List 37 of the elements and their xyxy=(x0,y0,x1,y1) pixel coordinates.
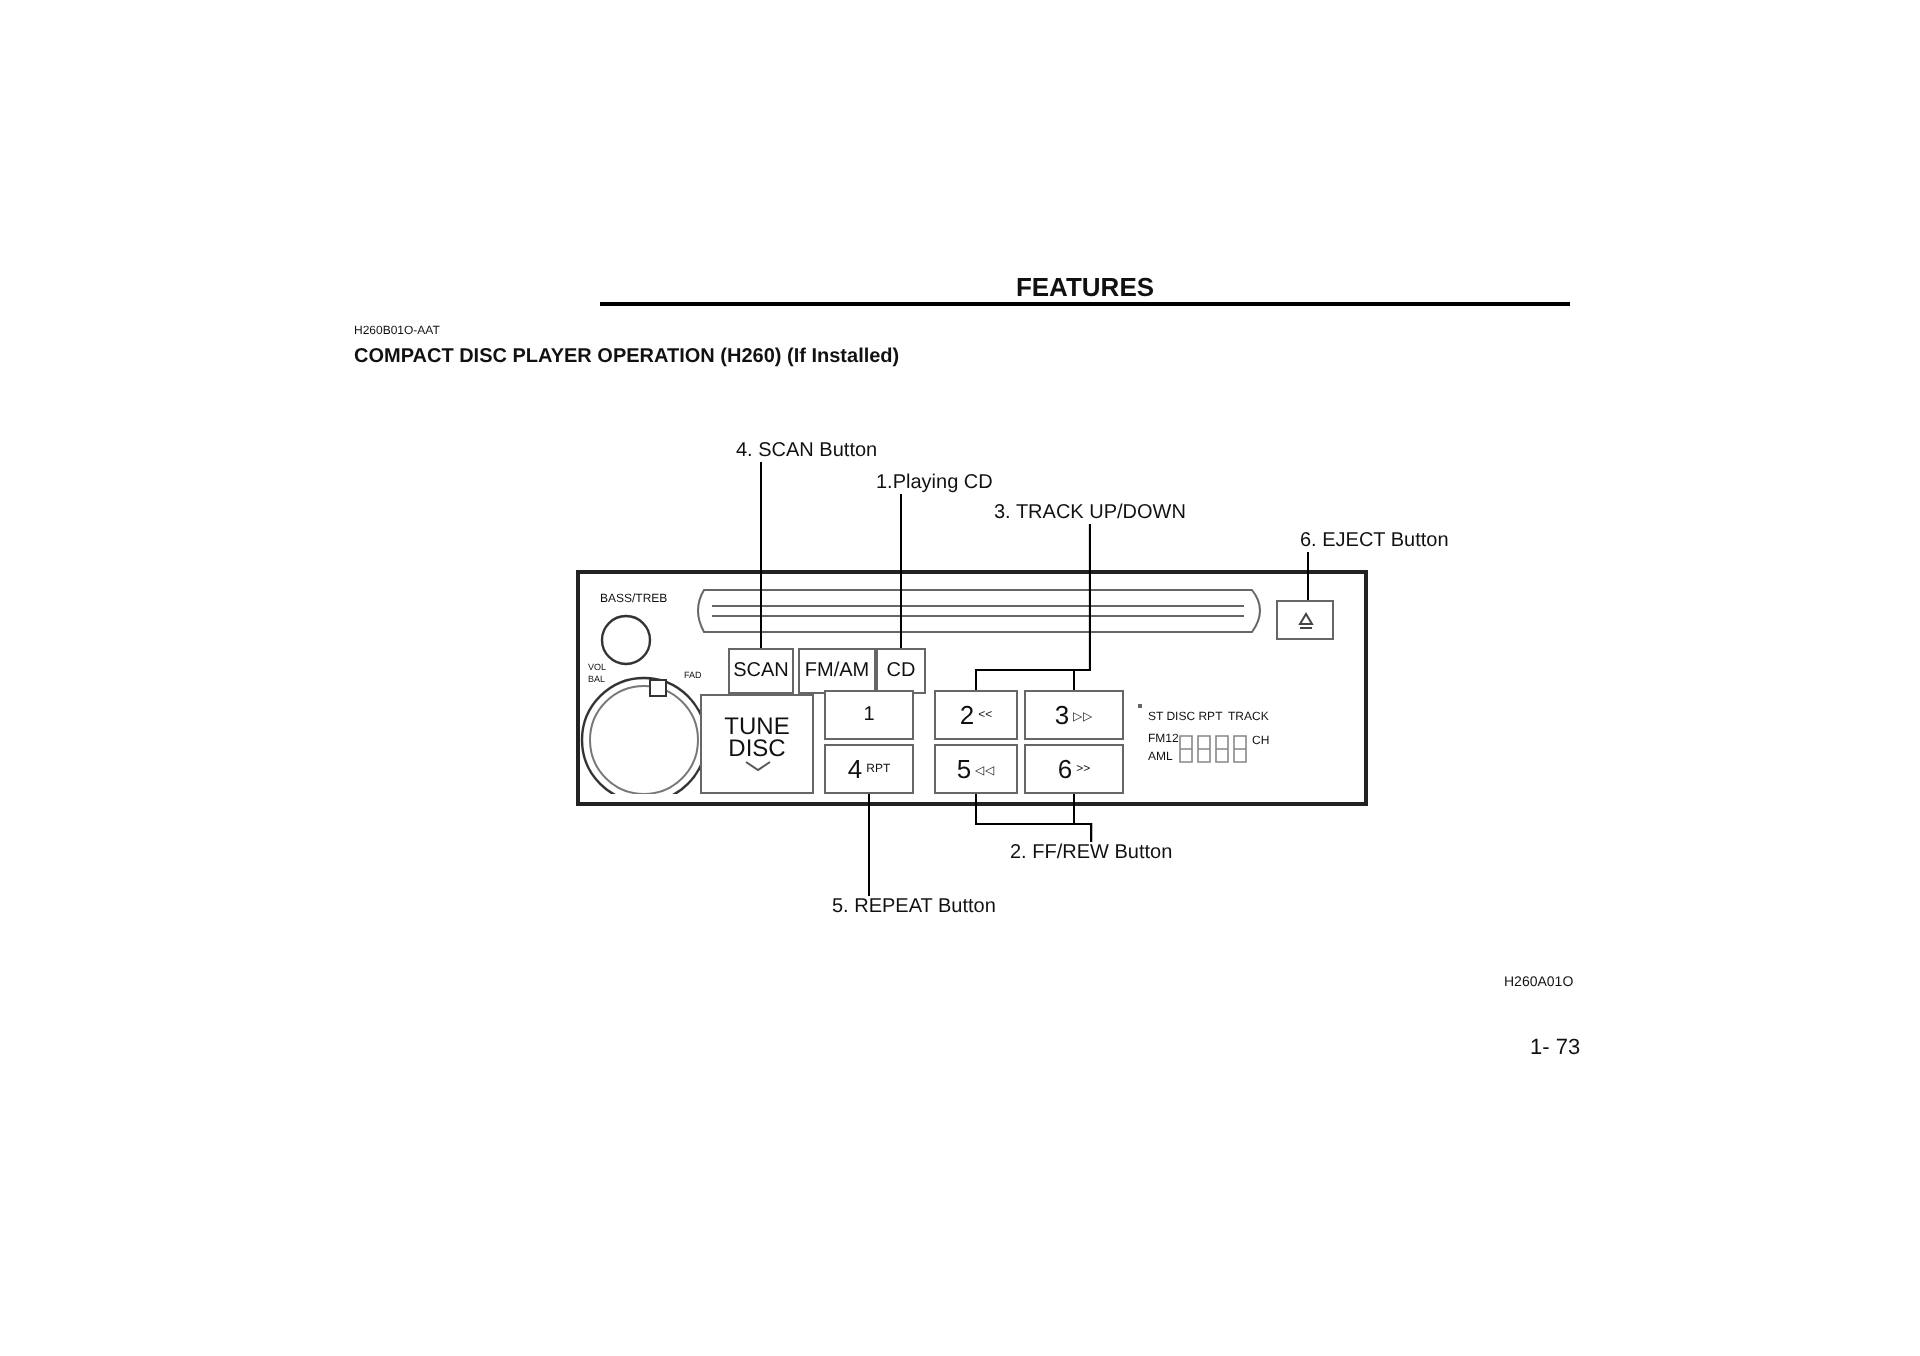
callout-label: 6. EJECT Button xyxy=(1300,530,1449,552)
radio-button xyxy=(934,690,1018,740)
button-text: CD xyxy=(886,660,916,682)
callout-label: 1.Playing CD xyxy=(876,472,993,494)
radio-button xyxy=(934,744,1018,794)
radio-button xyxy=(824,690,914,740)
radio-button xyxy=(1024,690,1124,740)
radio-unit-panel xyxy=(576,570,1368,806)
radio-button xyxy=(798,648,876,694)
leader-line xyxy=(760,461,762,649)
radio-button xyxy=(824,744,914,794)
button-number: 5 xyxy=(956,754,972,784)
leader-line xyxy=(868,793,870,897)
section-heading: COMPACT DISC PLAYER OPERATION (H260) (If Installed) xyxy=(354,346,900,368)
tune-button xyxy=(700,694,814,794)
radio-button xyxy=(876,648,926,694)
callout-label: 4. SCAN Button xyxy=(736,440,878,462)
button-number: 4 xyxy=(847,754,863,784)
leader-line xyxy=(900,493,902,649)
button-text: SCAN xyxy=(733,660,789,682)
eject-button xyxy=(1276,600,1334,640)
leader-line xyxy=(1073,793,1093,843)
leader-line xyxy=(1073,523,1091,691)
button-number: 3 xyxy=(1054,700,1070,730)
page-title: FEATURES xyxy=(1013,272,1157,302)
button-text: 1 xyxy=(863,704,875,726)
radio-button xyxy=(1024,744,1124,794)
radio-button xyxy=(728,648,794,694)
button-text: FM/AM xyxy=(804,660,870,682)
leader-line xyxy=(1307,551,1309,601)
callout-label: 5. REPEAT Button xyxy=(832,896,996,918)
callout-label: 2. FF/REW Button xyxy=(1010,842,1173,864)
button-number: 6 xyxy=(1057,754,1073,784)
callout-label: 3. TRACK UP/DOWN xyxy=(994,502,1186,524)
page-number: 1- 73 xyxy=(1530,1036,1581,1060)
button-text: TUNE DISC xyxy=(722,716,792,760)
button-number: 2 xyxy=(959,700,975,730)
